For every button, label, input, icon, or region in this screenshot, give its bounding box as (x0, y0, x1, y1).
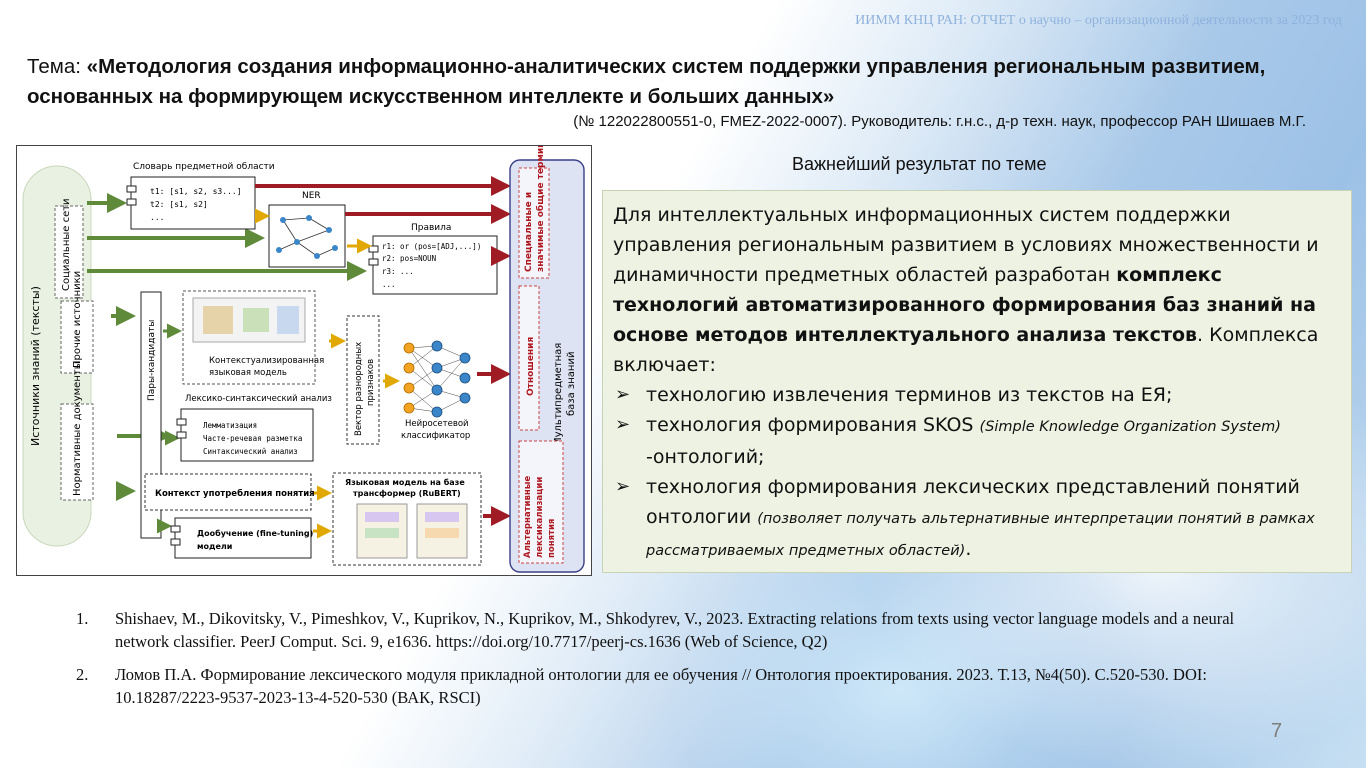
sources-ellipse: Источники знаний (тексты) Социальные сет… (22, 165, 94, 547)
kb-alt-1: Альтернативные (523, 476, 533, 558)
kb-relations: Отношения (526, 337, 536, 396)
ner-nodes (276, 215, 338, 259)
kb-special-box (518, 167, 550, 279)
source-social: Социальные сети (61, 198, 72, 291)
result-item: ➢технология формирования лексических пре… (613, 472, 1339, 566)
references: 1. Shishaev, M., Dikovitsky, V., Pimeshk… (76, 607, 1266, 719)
topic-name: «Методология создания информационно-анал… (27, 55, 1266, 108)
rules-title: Правила (411, 223, 451, 233)
rule-line-3: r3: ... (382, 267, 414, 276)
kb-alt-2: лексикализации (535, 477, 545, 558)
rule-line-1: r1: or (pos=[ADJ,...]) (382, 242, 481, 251)
reference-item: 2. Ломов П.А. Формирование лексического … (76, 665, 1207, 707)
pairs-arrows (157, 323, 182, 534)
ner-label: NER (302, 191, 321, 201)
finetune-label-1: Дообучение (fine-tuning) (197, 528, 313, 538)
context-usage-label: Контекст употребления понятия (155, 488, 315, 499)
result-item: ➢технологию извлечения терминов из текст… (613, 380, 1339, 410)
source-other: Прочие источники (72, 271, 83, 368)
finetune-box (174, 517, 312, 559)
kb-label-1: Мультипредметная (553, 343, 564, 446)
arrow-bullet-icon: ➢ (615, 414, 631, 435)
result-item: ➢технология формирования SKOS (Simple Kn… (613, 410, 1339, 472)
lex-title: Лексико-синтаксический анализ (185, 394, 332, 404)
lex-line-2: Часте-речевая разметка (203, 434, 302, 443)
page-number: 7 (1271, 720, 1283, 742)
source-norm: Нормативные документы (72, 361, 83, 496)
topic-subline: (№ 122022800551-0, FMEZ-2022-0007). Руко… (573, 113, 1306, 130)
kb-alt-box (518, 440, 564, 564)
lex-line-3: Синтаксический анализ (203, 447, 298, 456)
arrow-bullet-icon: ➢ (615, 476, 631, 497)
dictionary-box (130, 176, 256, 230)
context-usage-box (144, 473, 312, 511)
vector-label-1: Вектор разнородных (354, 342, 364, 436)
ctx-model-label-1: Контекстуализированная (209, 356, 324, 366)
ner-graph (278, 217, 336, 257)
finetune-label-2: модели (197, 542, 232, 551)
report-header: ИИММ КНЦ РАН: ОТЧЕТ о научно – организац… (855, 13, 1342, 28)
dict-line-2: t2: [s1, s2] (150, 200, 208, 209)
result-box: Для интеллектуальных информационных сист… (602, 190, 1352, 573)
topic-title: Тема: «Методология создания информационн… (27, 52, 1317, 112)
arrow-bullet-icon: ➢ (615, 384, 631, 405)
lex-box (180, 408, 314, 462)
rules-box (372, 235, 498, 295)
ner-box (268, 204, 346, 268)
nn-label-2: классификатор (401, 431, 470, 441)
lex-line-1: Лемматизация (203, 421, 257, 430)
architecture-diagram: Источники знаний (тексты) Социальные сет… (16, 145, 592, 576)
result-list: ➢технологию извлечения терминов из текст… (613, 380, 1339, 566)
kb-special-2: значимые общие термины (535, 146, 546, 272)
kb-alt-3: понятия (547, 519, 557, 558)
sources-title: Источники знаний (тексты) (29, 286, 42, 446)
transformer-label-2: трансформер (RuBERT) (353, 489, 461, 498)
kb-label-2: база знаний (566, 352, 577, 416)
result-title: Важнейший результат по теме (792, 154, 1047, 174)
result-intro: Для интеллектуальных информационных сист… (613, 204, 1319, 376)
nn-label-1: Нейросетевой (405, 419, 469, 429)
vector-label-2: признаков (366, 359, 376, 406)
dict-line-3: ... (150, 213, 164, 222)
rule-line-2: r2: pos=NOUN (382, 254, 436, 263)
nn-graph (403, 340, 471, 418)
rule-line-4: ... (382, 280, 396, 289)
output-arrows (255, 176, 511, 526)
internal-arrows (255, 208, 400, 539)
kb-relations-box (518, 285, 540, 431)
ctx-model-label-2: языковая модель (209, 368, 287, 378)
dict-line-1: t1: [s1, s2, s3...] (150, 187, 242, 196)
topic-prefix: Тема: (27, 55, 87, 78)
kb-special-1: Специальные и (524, 192, 534, 272)
dictionary-title: Словарь предметной области (133, 162, 275, 172)
reference-item: 1. Shishaev, M., Dikovitsky, V., Pimeshk… (76, 609, 1235, 651)
transformer-label-1: Языковая модель на базе (345, 477, 465, 487)
vector-box (346, 315, 380, 445)
pairs-label: Пары-кандидаты (147, 320, 157, 401)
